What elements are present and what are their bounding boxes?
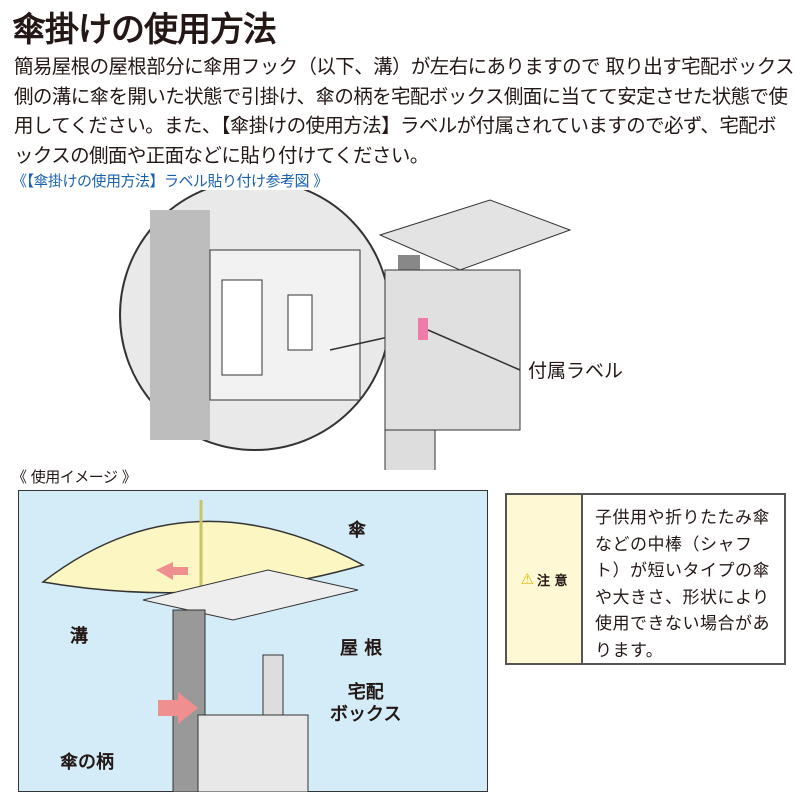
roof-label: 屋 根 (340, 638, 383, 659)
delivery-box-label: 宅配 ボックス (330, 682, 402, 725)
umbrella-label: 傘 (348, 520, 366, 541)
attached-label-callout: 付属ラベル (528, 360, 624, 382)
umbrella-handle-label: 傘の柄 (60, 752, 114, 773)
instructions-text: 簡易屋根の屋根部分に傘用フック（以下、溝）が左右にありますので 取り出す宅配ボッ… (14, 55, 795, 167)
caution-text: 子供用や折りたたみ傘などの中棒（シャフト）が短いタイプの傘や大きさ、形状により使… (595, 508, 770, 661)
label-reference-caption: 《【傘掛けの使用方法】ラベル貼り付け参考図 》 (12, 172, 328, 190)
caution-header: ⚠ 注 意 (507, 495, 583, 663)
usage-illustration (18, 490, 488, 792)
caution-box: ⚠ 注 意 子供用や折りたたみ傘などの中棒（シャフト）が短いタイプの傘や大きさ、… (505, 493, 786, 665)
label-placement-illustration (119, 190, 572, 470)
groove-label: 溝 (70, 626, 88, 647)
caution-title: 注 意 (536, 573, 568, 589)
page-title: 傘掛けの使用方法 (12, 10, 277, 50)
usage-image-caption: 《 使用イメージ 》 (12, 468, 137, 486)
warning-icon: ⚠ (520, 570, 534, 588)
